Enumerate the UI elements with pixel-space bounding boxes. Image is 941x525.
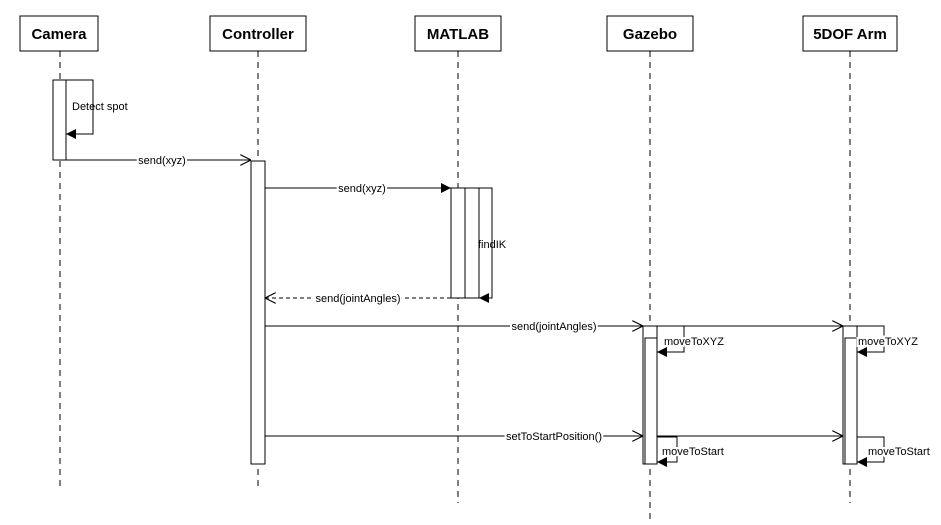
participant-arm[interactable]: 5DOF Arm: [802, 15, 898, 52]
message-send-joint-angles-return: send(jointAngles): [265, 291, 451, 307]
message-label-move-to-xyz-arm: moveToXYZ: [858, 336, 918, 348]
message-send-xyz-camera: send(xyz): [66, 153, 251, 169]
participant-camera[interactable]: Camera: [19, 15, 99, 52]
activations: [52, 79, 858, 465]
message-label-move-to-xyz-gazebo: moveToXYZ: [664, 336, 724, 348]
activation-camera: [52, 79, 67, 161]
activation-controller: [250, 160, 266, 465]
participant-gazebo[interactable]: Gazebo: [606, 15, 694, 52]
participant-label-controller: Controller: [222, 26, 294, 43]
activations-nested: [644, 337, 858, 465]
message-label-findik: findIK: [478, 239, 507, 251]
message-label-detect-spot: Detect spot: [72, 101, 128, 113]
activation-gazebo-nested: [644, 337, 658, 465]
message-label-send-xyz-camera: send(xyz): [138, 155, 186, 167]
participant-label-camera: Camera: [31, 26, 87, 43]
message-detect-spot: Detect spot: [66, 79, 128, 139]
message-move-to-start-gazebo: moveToStart: [657, 436, 726, 467]
activation-matlab-inner: [464, 187, 480, 299]
message-send-joint-angles: send(jointAngles): [265, 319, 843, 335]
participant-label-arm: 5DOF Arm: [813, 26, 887, 43]
message-set-to-start-position: setToStartPosition(): [265, 429, 843, 445]
message-label-move-to-start-gazebo: moveToStart: [662, 446, 724, 458]
message-label-send-joint-angles-return: send(jointAngles): [316, 293, 401, 305]
participant-controller[interactable]: Controller: [209, 15, 307, 52]
message-move-to-xyz-gazebo: moveToXYZ: [657, 325, 726, 357]
participant-label-gazebo: Gazebo: [623, 26, 677, 43]
message-findik: findIK: [478, 187, 507, 303]
activation-matlab-outer: [450, 187, 466, 299]
participant-label-matlab: MATLAB: [427, 26, 489, 43]
participant-matlab[interactable]: MATLAB: [414, 15, 502, 52]
message-label-send-joint-angles: send(jointAngles): [512, 321, 597, 333]
message-label-send-xyz-controller: send(xyz): [338, 183, 386, 195]
message-send-xyz-controller: send(xyz): [265, 181, 451, 197]
activation-arm-nested: [844, 337, 858, 465]
message-move-to-xyz-arm: moveToXYZ: [856, 325, 920, 357]
message-move-to-start-arm: moveToStart: [857, 436, 932, 467]
message-label-set-to-start-position: setToStartPosition(): [506, 431, 602, 443]
message-label-move-to-start-arm: moveToStart: [868, 446, 930, 458]
